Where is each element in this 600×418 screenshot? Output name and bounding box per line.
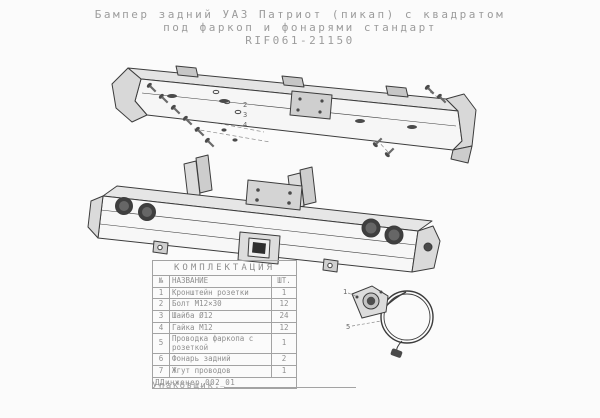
part-num-cell: 5 xyxy=(152,333,170,355)
table-row: 3 Шайба Ø12 24 xyxy=(152,309,297,323)
callout-1: 1 xyxy=(343,288,347,296)
part-number: RIF061-21150 xyxy=(245,34,355,47)
parts-table-title: КОМПЛЕКТАЦИЯ xyxy=(152,260,297,276)
table-row: 4 Гайка M12 12 xyxy=(152,321,297,335)
packer-signature: Упаковщик: xyxy=(152,378,357,391)
callout-2: 2 xyxy=(243,101,247,109)
part-name-cell: Фонарь задний xyxy=(169,353,272,366)
table-row: 2 Болт M12×30 12 xyxy=(152,298,297,311)
drawing-title: Бампер задний УАЗ Патриот (пикап) с квад… xyxy=(0,8,600,47)
part-name-cell: Проводка фаркопа с розеткой xyxy=(169,333,272,355)
part-name-cell: Болт M12×30 xyxy=(169,298,272,311)
part-num-cell: 3 xyxy=(152,309,170,323)
rear-lights xyxy=(115,197,433,252)
parts-table-header-row: № НАЗВАНИЕ ШТ. xyxy=(152,275,297,288)
callout-3: 3 xyxy=(243,111,247,119)
part-name-cell: Шайба Ø12 xyxy=(169,309,272,323)
signature-line xyxy=(224,378,357,388)
callout-4: 4 xyxy=(243,121,247,129)
column-header-name: НАЗВАНИЕ xyxy=(169,275,272,288)
socket-detail: 1 5 xyxy=(343,285,434,358)
assembled-bumper-view xyxy=(87,154,441,273)
part-num-cell: 4 xyxy=(152,321,170,335)
drawing-title-line2: под фаркоп и фонарями стандарт xyxy=(163,21,437,34)
part-num-cell: 2 xyxy=(152,298,170,311)
part-qty-cell: 2 xyxy=(271,353,297,366)
table-row: 7 Жгут проводов 1 xyxy=(152,365,297,378)
column-header-num: № xyxy=(152,275,170,288)
part-num-cell: 6 xyxy=(152,353,170,366)
exploded-bumper-view: 2 3 4 xyxy=(111,65,477,164)
table-row: 1 Кронштейн розетки 1 xyxy=(152,286,297,300)
part-qty-cell: 1 xyxy=(271,286,297,300)
part-qty-cell: 1 xyxy=(271,365,297,378)
part-name-cell: Жгут проводов xyxy=(169,365,272,378)
hitch-receiver xyxy=(237,231,281,265)
part-qty-cell: 12 xyxy=(271,298,297,311)
column-header-qty: ШТ. xyxy=(271,275,297,288)
packer-label: Упаковщик: xyxy=(152,381,222,391)
table-row: 6 Фонарь задний 2 xyxy=(152,353,297,366)
part-num-cell: 7 xyxy=(152,365,170,378)
part-name-cell: Гайка M12 xyxy=(169,321,272,335)
part-name-cell: Кронштейн розетки xyxy=(169,286,272,300)
part-num-cell: 1 xyxy=(152,286,170,300)
part-qty-cell: 12 xyxy=(271,321,297,335)
callout-5: 5 xyxy=(346,323,350,331)
table-footer-row: ДДинженер_002_01 xyxy=(152,376,297,390)
table-row: 5 Проводка фаркопа с розеткой 1 xyxy=(152,333,297,355)
parts-table: КОМПЛЕКТАЦИЯ № НАЗВАНИЕ ШТ. 1 Кронштейн … xyxy=(152,260,297,390)
part-qty-cell: 24 xyxy=(271,309,297,323)
drawing-title-line1: Бампер задний УАЗ Патриот (пикап) с квад… xyxy=(94,8,506,21)
doc-number-cell: ДДинженер_002_01 xyxy=(152,376,297,390)
part-qty-cell: 1 xyxy=(271,333,297,355)
